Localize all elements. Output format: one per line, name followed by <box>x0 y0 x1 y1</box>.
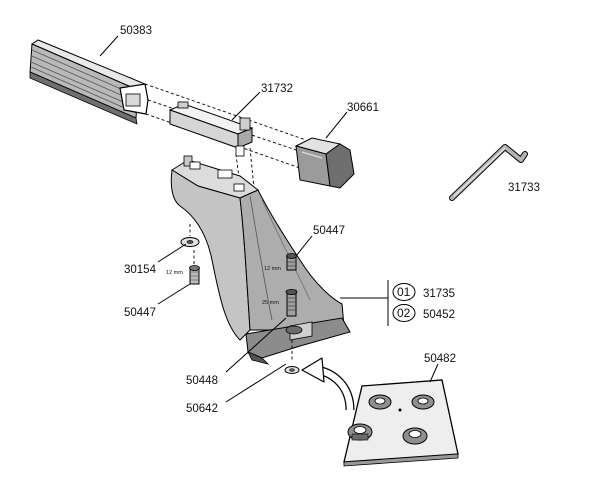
pad-foot-3 <box>347 423 373 441</box>
nut-washer <box>284 340 300 374</box>
load-bar <box>29 39 149 125</box>
bar-adapter <box>168 101 254 157</box>
label-foot-ref-1: 31735 <box>423 288 455 300</box>
label-nut-washer: 50642 <box>186 403 218 415</box>
label-screw-left-size: 12 mm <box>166 270 183 276</box>
label-washer: 30154 <box>124 264 157 276</box>
label-foot-ref-2: 50452 <box>423 309 455 321</box>
label-bar: 50383 <box>120 25 152 37</box>
curved-arrow <box>301 357 355 411</box>
foot-body <box>170 155 351 365</box>
label-screw-long: 50448 <box>186 375 218 387</box>
label-screw-long-size: 25 mm <box>262 300 279 306</box>
foot-circle-1: 01 <box>397 285 411 299</box>
pad-foot-4 <box>402 427 428 445</box>
pad-foot-1 <box>368 394 392 410</box>
screw-left <box>189 250 200 285</box>
washer <box>180 224 200 247</box>
hex-key <box>449 144 528 201</box>
ref-circle-1 <box>392 283 416 301</box>
assembly-guides-top <box>144 83 307 189</box>
label-screw-right: 50447 <box>313 225 345 237</box>
label-pad-plate: 50482 <box>424 353 456 365</box>
label-bar-adapter: 31732 <box>261 83 293 95</box>
pad-foot-2 <box>411 394 435 410</box>
pad-plate <box>343 379 459 467</box>
label-hex-key: 31733 <box>508 182 540 194</box>
end-cap <box>294 137 355 189</box>
leader-lines <box>99 35 439 403</box>
screw-right <box>286 253 297 271</box>
ref-circle-2 <box>392 304 416 322</box>
label-screw-left: 50447 <box>124 307 156 319</box>
screw-long <box>285 288 303 335</box>
foot-circle-2: 02 <box>397 306 411 320</box>
label-end-cap: 30661 <box>347 102 379 114</box>
label-screw-right-size: 12 mm <box>264 266 281 272</box>
